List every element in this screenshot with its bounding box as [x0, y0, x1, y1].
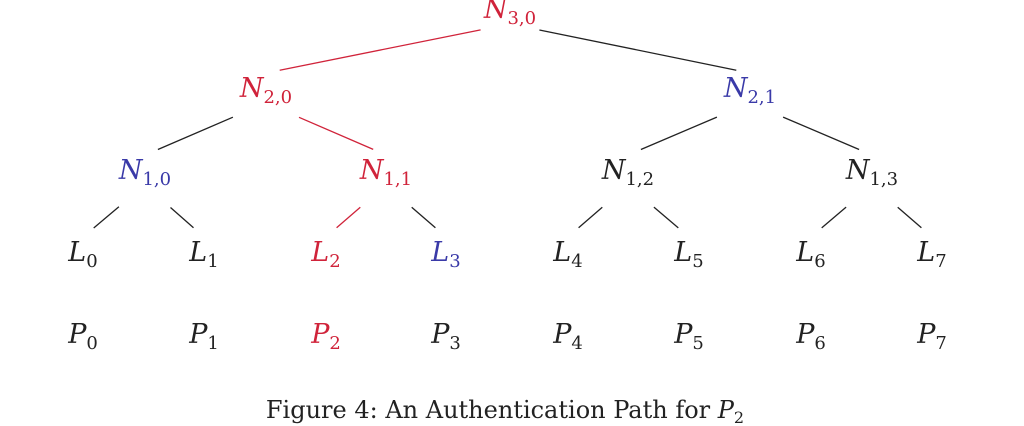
- participant-p4: P4: [552, 319, 583, 354]
- edge-n30-n20: [279, 29, 481, 71]
- leaf-l1: L1: [188, 237, 218, 272]
- caption-variable-subscript: 2: [734, 408, 744, 426]
- leaf-l4: L4: [552, 237, 582, 272]
- edge-n11-l3: [411, 206, 436, 229]
- node-n20: N2,0: [239, 73, 292, 108]
- caption-variable: P: [717, 396, 735, 424]
- edge-n11-l2: [336, 206, 361, 229]
- node-n21: N2,1: [723, 73, 776, 108]
- edge-n13-l7: [897, 206, 922, 229]
- node-n30: N3,0: [483, 0, 536, 29]
- participant-p0: P0: [67, 319, 98, 354]
- edge-n10-l0: [93, 206, 120, 229]
- node-n13: N1,3: [845, 155, 898, 190]
- leaf-l7: L7: [916, 237, 946, 272]
- tree-edges: [93, 29, 922, 229]
- caption-text: Figure 4: An Authentication Path for: [266, 396, 718, 424]
- participant-p6: P6: [795, 319, 826, 354]
- leaf-l0: L0: [67, 237, 97, 272]
- leaf-l3: L3: [430, 237, 460, 272]
- edge-n20-n11: [298, 116, 374, 150]
- edge-n30-n21: [539, 29, 737, 71]
- edge-n20-n10: [157, 116, 234, 151]
- participant-p2: P2: [310, 319, 341, 354]
- edge-n21-n12: [640, 116, 718, 151]
- edge-n12-l5: [653, 206, 679, 229]
- figure-caption: Figure 4: An Authentication Path for P2: [266, 396, 744, 426]
- node-n12: N1,2: [601, 155, 654, 190]
- node-n10: N1,0: [118, 155, 171, 190]
- node-n11: N1,1: [359, 155, 412, 190]
- participant-p7: P7: [916, 319, 947, 354]
- edge-n21-n13: [782, 116, 860, 151]
- edge-n10-l1: [170, 207, 194, 229]
- leaf-l2: L2: [310, 237, 340, 272]
- participant-p5: P5: [673, 319, 704, 354]
- participant-p1: P1: [188, 319, 219, 354]
- edge-n13-l6: [821, 206, 847, 229]
- leaf-l5: L5: [673, 237, 703, 272]
- leaf-l6: L6: [795, 237, 825, 272]
- participant-p3: P3: [430, 319, 461, 354]
- edge-n12-l4: [578, 206, 603, 229]
